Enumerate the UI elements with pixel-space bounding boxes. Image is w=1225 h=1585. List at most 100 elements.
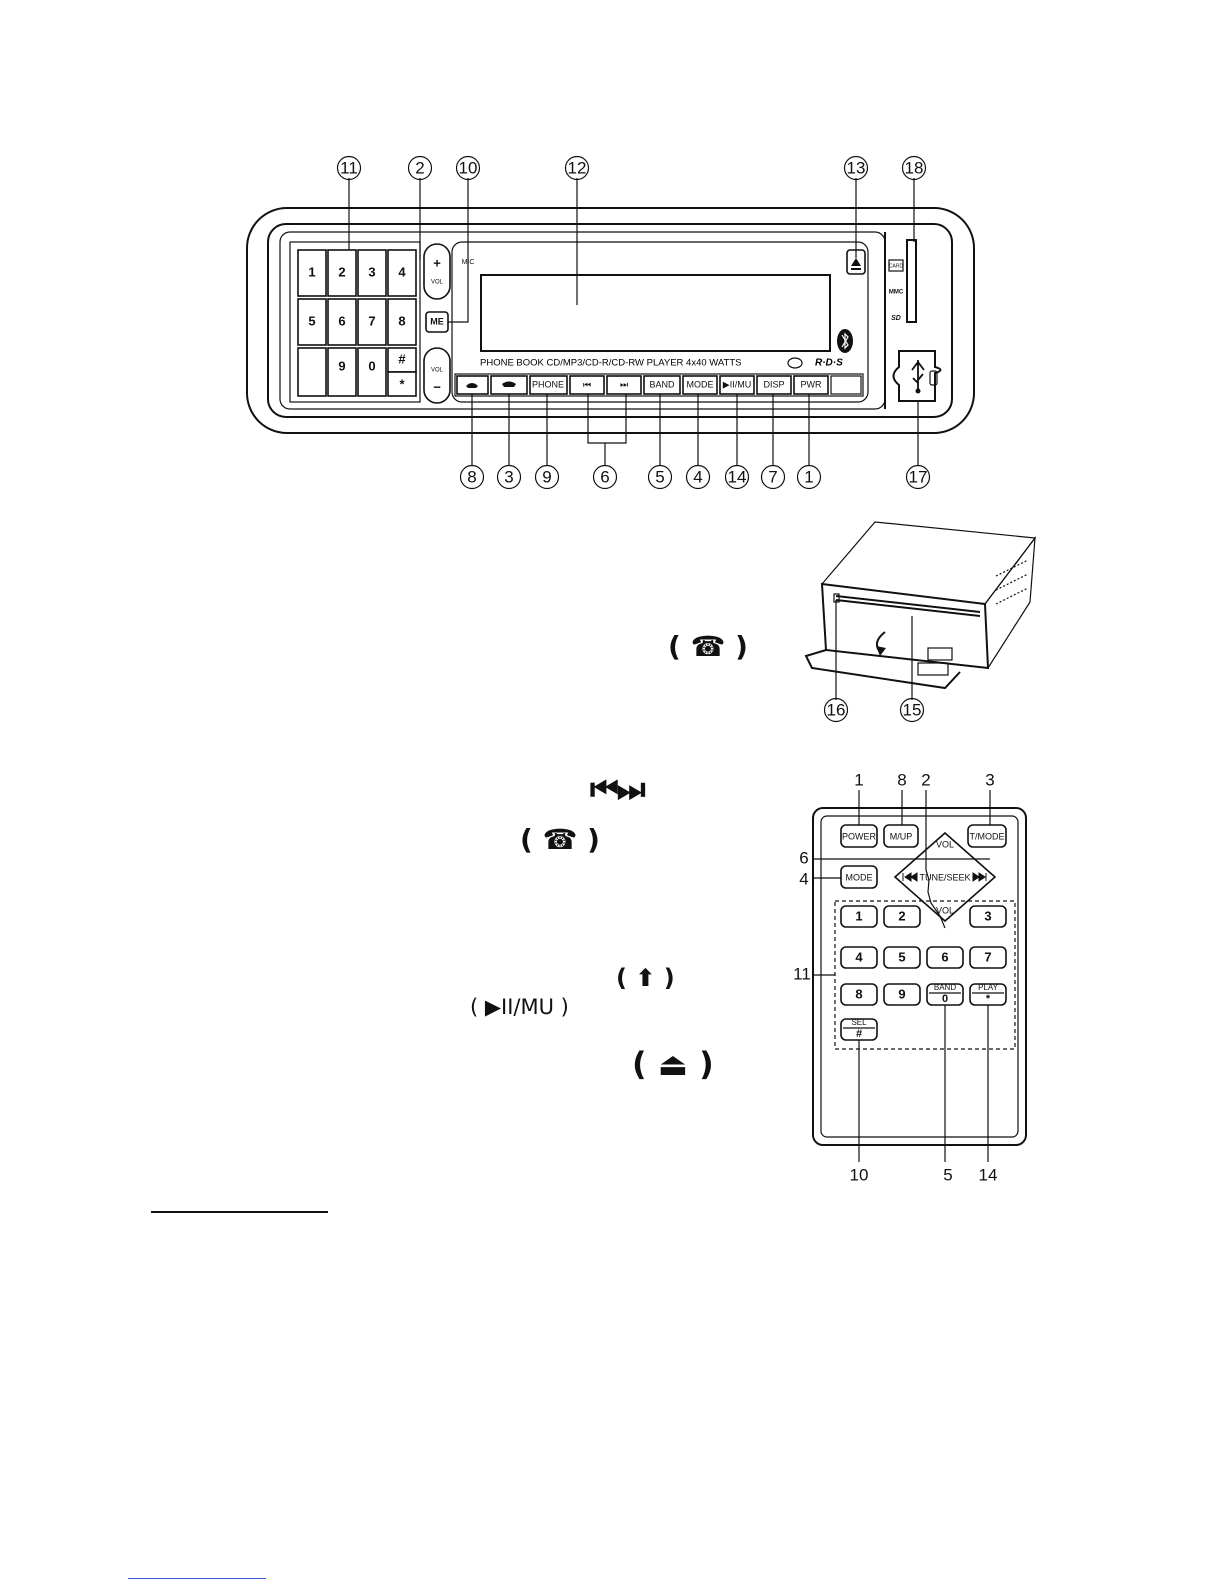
keypad-key[interactable]: [387, 249, 417, 297]
rds-logo: R·D·S: [815, 358, 843, 369]
keypad-key[interactable]: [327, 298, 357, 346]
keypad: 1 2 3 4 5 6 7 8 9 0 # *: [289, 241, 421, 403]
svg-text:9: 9: [338, 358, 345, 373]
remote-mup-button[interactable]: [883, 824, 919, 848]
keypad-key[interactable]: [357, 298, 387, 346]
remote-key[interactable]: [883, 905, 921, 928]
keypad-key[interactable]: [357, 249, 387, 297]
svg-text:3: 3: [504, 467, 513, 486]
svg-text:13: 13: [847, 158, 866, 177]
svg-text:MMC: MMC: [889, 290, 904, 296]
mode-button[interactable]: [682, 375, 718, 395]
svg-text:CARD: CARD: [889, 263, 904, 269]
unit-side: [984, 536, 1036, 669]
disc-logo: [830, 375, 862, 395]
lcd-display: [480, 274, 831, 352]
remote-key[interactable]: [840, 905, 878, 928]
svg-text:MODE: MODE: [846, 872, 873, 882]
svg-text:7: 7: [984, 949, 991, 964]
remote-key[interactable]: [883, 946, 921, 969]
vol-plus-button[interactable]: [423, 243, 451, 300]
svg-text:6: 6: [799, 848, 808, 867]
svg-text:VOL: VOL: [936, 839, 954, 849]
leader-lines-top: [348, 178, 915, 323]
remote-key[interactable]: [926, 946, 964, 969]
svg-text:2: 2: [338, 264, 345, 279]
svg-text:2: 2: [415, 158, 424, 177]
svg-text:3: 3: [368, 264, 375, 279]
next-button[interactable]: [606, 375, 642, 395]
svg-text:0: 0: [368, 358, 375, 373]
svg-text:6: 6: [338, 313, 345, 328]
keypad-key[interactable]: [297, 249, 327, 297]
svg-text:T/MODE: T/MODE: [970, 831, 1005, 841]
panel-inner: [267, 223, 953, 418]
svg-text:#: #: [856, 1028, 862, 1040]
cd-logo: [787, 357, 803, 369]
svg-text:1: 1: [855, 908, 862, 923]
keypad-key[interactable]: [327, 347, 357, 397]
prev-button[interactable]: [569, 375, 605, 395]
remote-tmode-button[interactable]: [967, 824, 1007, 848]
usb-port[interactable]: [892, 350, 942, 402]
svg-text:16: 16: [827, 700, 846, 719]
keypad-key[interactable]: [387, 298, 417, 346]
svg-text:ME: ME: [430, 316, 444, 326]
remote-leader-lines-left: [812, 858, 990, 976]
phone-button[interactable]: [529, 375, 568, 395]
svg-text:1: 1: [308, 264, 315, 279]
keypad-key-blank[interactable]: [297, 347, 327, 397]
front-flap: [804, 649, 961, 690]
svg-text:DISP: DISP: [763, 379, 784, 389]
remote-key[interactable]: [969, 905, 1007, 928]
svg-text:6: 6: [600, 467, 609, 486]
remote-mode-button[interactable]: [840, 865, 878, 889]
pwr-button[interactable]: [793, 375, 829, 395]
svg-text:#: #: [398, 351, 406, 366]
svg-text:4: 4: [398, 264, 406, 279]
band-button[interactable]: [643, 375, 681, 395]
svg-text:3: 3: [985, 770, 994, 789]
vol-minus-button[interactable]: [423, 347, 451, 404]
next-icon: ⏭: [620, 379, 628, 389]
eject-icon: [851, 258, 861, 270]
svg-text:4: 4: [693, 467, 702, 486]
svg-text:+: +: [433, 255, 441, 270]
keypad-key[interactable]: [327, 249, 357, 297]
disp-button[interactable]: [756, 375, 792, 395]
remote-key[interactable]: [840, 946, 878, 969]
eject-symbol: ( ⏏ ): [632, 1045, 714, 1083]
leader-lines-bottom: [471, 394, 919, 465]
keypad-key[interactable]: [357, 347, 387, 397]
svg-text:9: 9: [542, 467, 551, 486]
svg-text:4: 4: [855, 949, 863, 964]
volume-rocker[interactable]: + VOL VOL −: [423, 243, 451, 404]
svg-text:▶II/MU: ▶II/MU: [723, 379, 751, 389]
remote-dpad[interactable]: [893, 831, 997, 923]
svg-text:2: 2: [921, 770, 930, 789]
remote-key[interactable]: [969, 946, 1007, 969]
remote-leader-lines-top: [858, 790, 991, 929]
seek-back-icon: [902, 872, 918, 882]
card-slot[interactable]: [906, 239, 917, 323]
remote-control: POWER M/UP T/MODE MODE VOL TUNE/SEEK VOL…: [793, 770, 1027, 1184]
remote-key[interactable]: [883, 983, 921, 1006]
remote-key[interactable]: [840, 983, 878, 1006]
svg-text:9: 9: [898, 986, 905, 1001]
info-line: PHONE BOOK CD/MP3/CD-R/CD-RW PLAYER 4x40…: [480, 358, 741, 369]
svg-text:*: *: [399, 376, 405, 391]
disc-slot: [835, 595, 981, 617]
svg-text:VOL: VOL: [431, 280, 444, 286]
svg-text:10: 10: [850, 1165, 869, 1184]
unit-top: [820, 521, 1037, 605]
seek-forward-icon: [972, 872, 987, 882]
remote-body: [812, 807, 1027, 1146]
keypad-key[interactable]: [297, 298, 327, 346]
svg-text:17: 17: [909, 467, 928, 486]
svg-text:PWR: PWR: [801, 379, 822, 389]
svg-text:M/UP: M/UP: [890, 831, 913, 841]
keypad-key-star[interactable]: [387, 371, 417, 397]
front-panel: 1 2 3 4 5 6 7 8 9 0 # * + VOL VOL − ME M: [246, 155, 975, 490]
svg-text:8: 8: [897, 770, 906, 789]
svg-text:11: 11: [793, 964, 811, 983]
